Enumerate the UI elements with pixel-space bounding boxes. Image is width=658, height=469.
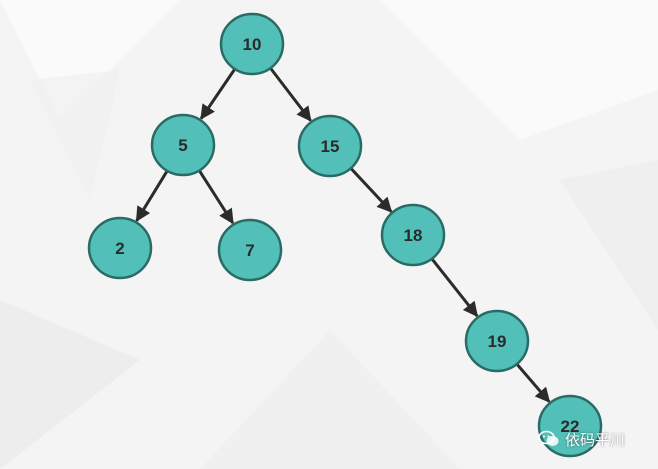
node-circle (217, 218, 283, 282)
edge-n19-n22 (514, 362, 551, 403)
tree-node: 7 (217, 218, 283, 282)
watermark: 依码平川 (538, 428, 625, 450)
watermark-text: 依码平川 (565, 430, 626, 449)
node-label: 15 (321, 137, 340, 156)
node-circle (150, 113, 216, 177)
node-circle (380, 203, 446, 267)
edges-layer (135, 66, 551, 403)
node-circle (464, 309, 530, 373)
edge-n5-n2 (135, 168, 170, 222)
node-label: 19 (488, 332, 507, 351)
edge-n15-n18 (348, 166, 393, 213)
tree-node: 2 (87, 216, 153, 280)
node-label: 5 (178, 136, 187, 155)
node-label: 10 (243, 35, 262, 54)
node-circle (219, 12, 285, 76)
node-label: 7 (245, 241, 254, 260)
tree-node: 22 (537, 394, 603, 458)
node-label: 2 (115, 239, 124, 258)
tree-node: 18 (380, 203, 446, 267)
tree-node: 10 (219, 12, 285, 76)
edge-n10-n15 (268, 66, 312, 122)
node-label: 22 (561, 417, 580, 436)
tree-node: 15 (297, 114, 363, 178)
tree-node: 19 (464, 309, 530, 373)
node-circle (297, 114, 363, 178)
node-label: 18 (404, 226, 423, 245)
edge-n10-n5 (199, 67, 237, 120)
tree-node: 5 (150, 113, 216, 177)
wechat-icon (538, 430, 559, 446)
edge-n18-n19 (429, 256, 479, 318)
node-circle (87, 216, 153, 280)
edge-n5-n7 (197, 168, 235, 225)
nodes-layer: 10 5 15 2 7 18 19 22 (87, 12, 603, 458)
